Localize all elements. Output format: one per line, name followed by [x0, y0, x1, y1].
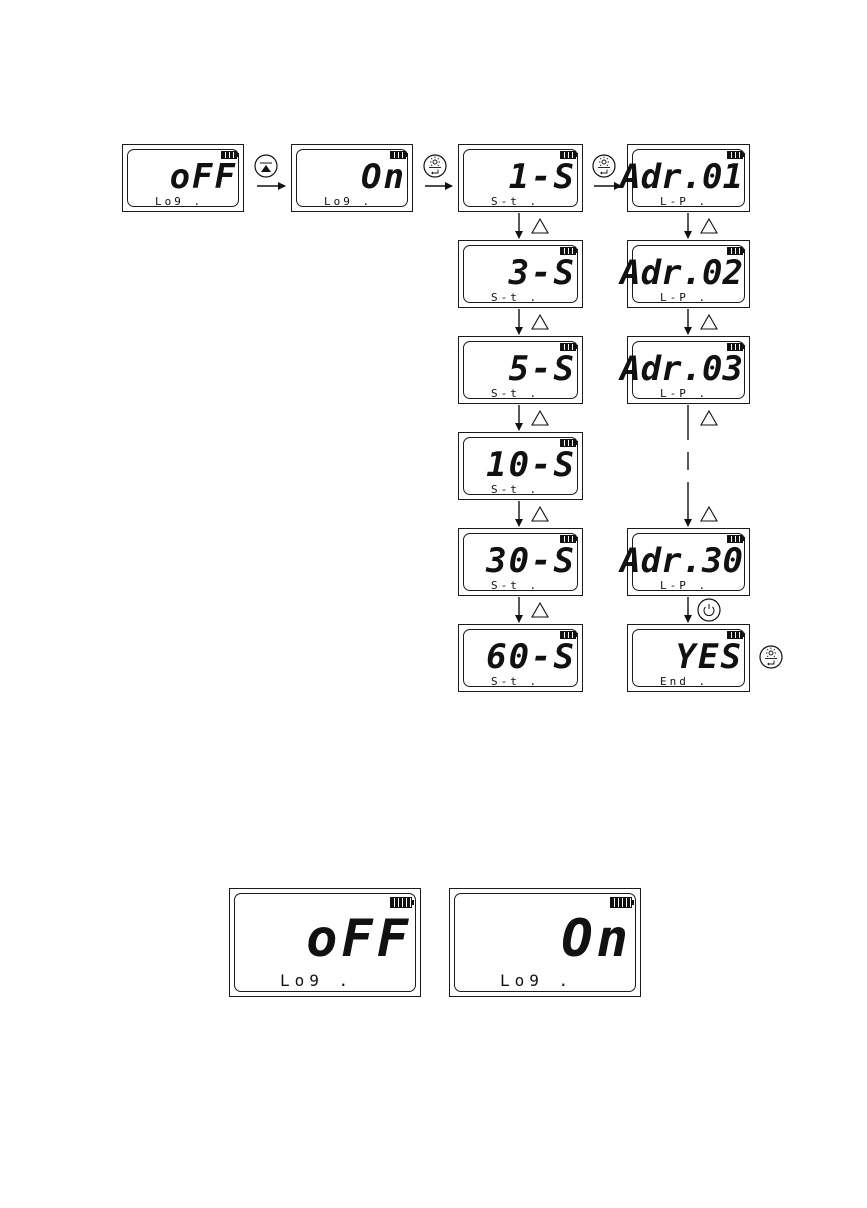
triangle-icon: [532, 315, 548, 329]
light-enter-button-icon: [760, 646, 782, 668]
up-triangle-button-icon: [255, 155, 277, 177]
triangle-icon: [532, 219, 548, 233]
triangle-icon: [701, 411, 717, 425]
triangle-icon: [532, 411, 548, 425]
triangle-icon: [701, 219, 717, 233]
triangle-icon: [701, 507, 717, 521]
light-enter-button-icon: [424, 155, 446, 177]
power-button-icon: [698, 599, 720, 621]
triangle-icon: [532, 507, 548, 521]
triangle-icon: [701, 315, 717, 329]
triangle-icon: [532, 603, 548, 617]
light-enter-button-icon: [593, 155, 615, 177]
